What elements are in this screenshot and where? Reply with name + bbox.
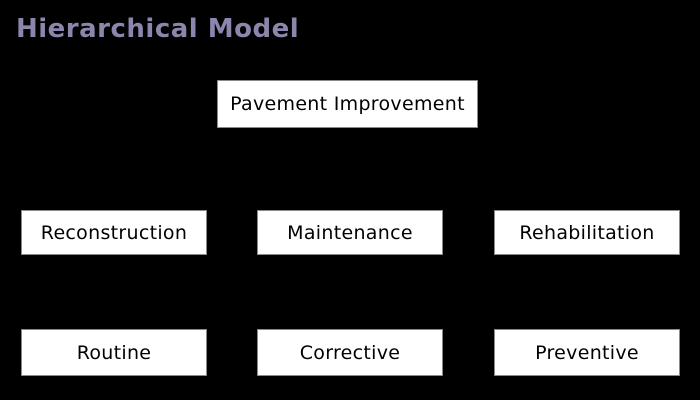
node-label: Preventive: [535, 341, 639, 364]
node-label: Reconstruction: [40, 221, 188, 244]
node-label: Corrective: [299, 341, 401, 364]
node-label: Maintenance: [287, 221, 413, 244]
node-corrective: Corrective: [257, 329, 443, 376]
node-maintenance: Maintenance: [257, 210, 443, 255]
node-routine: Routine: [21, 329, 207, 376]
node-label: Pavement Improvement: [230, 93, 465, 115]
diagram-title: Hierarchical Model: [16, 14, 300, 44]
node-reconstruction: Reconstruction: [21, 210, 207, 255]
node-label: Routine: [76, 341, 152, 364]
node-label: Rehabilitation: [519, 221, 655, 244]
node-pavement-improvement: Pavement Improvement: [217, 80, 478, 128]
node-preventive: Preventive: [494, 329, 680, 376]
node-rehabilitation: Rehabilitation: [494, 210, 680, 255]
